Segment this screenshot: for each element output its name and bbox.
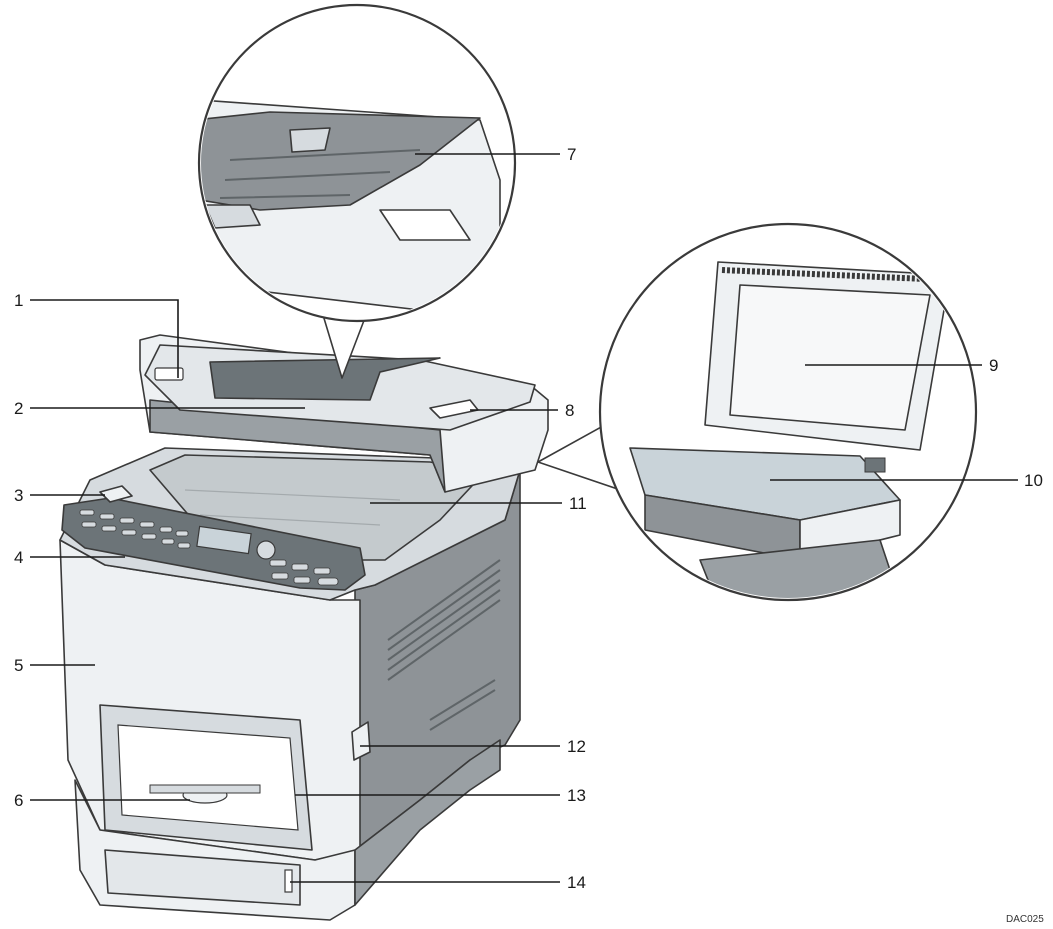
paper-tray	[104, 849, 301, 906]
callout-13: 13	[567, 786, 586, 805]
front-cover-lever	[351, 721, 371, 761]
zoom-adf-tray	[197, 3, 517, 379]
nav-key	[256, 540, 276, 560]
leader-1	[30, 299, 179, 378]
side-vent	[387, 559, 501, 731]
callout-5: 5	[14, 656, 23, 675]
leader-lines	[30, 153, 1018, 883]
paper-level-indicator	[284, 869, 293, 893]
callout-7: 7	[567, 145, 576, 164]
panel-buttons	[79, 509, 339, 586]
adf-cover	[209, 357, 441, 401]
callout-4: 4	[14, 548, 23, 567]
callout-9: 9	[989, 356, 998, 375]
callout-1: 1	[14, 291, 23, 310]
adf-cover-lever	[154, 367, 184, 381]
lcd-screen	[196, 525, 252, 555]
figure-code: DAC025	[1006, 914, 1044, 925]
callout-8: 8	[565, 401, 574, 420]
power-button	[99, 485, 133, 503]
callout-3: 3	[14, 486, 23, 505]
callout-2: 2	[14, 399, 23, 418]
callout-10: 10	[1024, 471, 1043, 490]
callout-14: 14	[567, 873, 586, 892]
callout-11: 11	[569, 494, 587, 513]
zoom-exposure-glass	[537, 222, 978, 602]
printer-body	[59, 334, 549, 921]
callout-12: 12	[567, 737, 586, 756]
callout-6: 6	[14, 791, 23, 810]
callout-labels: 1 2 3 4 5 6 7 8 9 10 11 12 13 14 DAC025	[14, 145, 1044, 925]
